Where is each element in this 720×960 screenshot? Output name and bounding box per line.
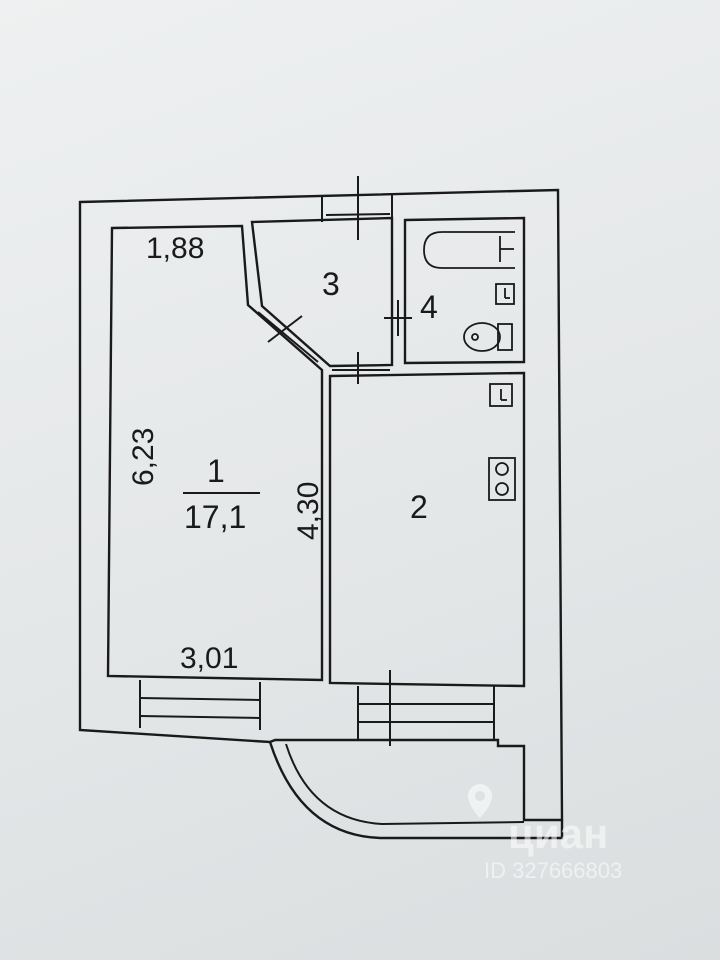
room-2-number: 2 [410, 489, 428, 525]
room-1-area: 17,1 [184, 499, 246, 535]
watermark-id: ID 327666803 [484, 858, 622, 883]
room-1-number: 1 [207, 453, 225, 489]
dimension-top-left: 1,88 [146, 232, 204, 265]
room-3-outline [250, 216, 394, 368]
balcony-outer [268, 741, 564, 840]
balcony-inner [285, 743, 525, 826]
door-1-3-mark-b [257, 311, 319, 363]
dimension-bottom: 3,01 [180, 642, 238, 675]
dimension-right: 4,30 [292, 482, 325, 540]
stove-icon [488, 457, 516, 501]
room-3-number: 3 [322, 266, 340, 302]
watermark: циан ID 327666803 [468, 784, 622, 883]
window-room-1 [139, 680, 261, 730]
dimension-left: 6,23 [127, 428, 160, 486]
watermark-brand: циан [508, 810, 608, 857]
window-room-2 [357, 670, 495, 746]
room-1-outline [106, 224, 324, 682]
kitchen-sink-icon [489, 383, 513, 407]
room-4-number: 4 [420, 289, 438, 325]
outer-wall [78, 188, 564, 822]
bathtub-icon [423, 231, 515, 269]
room-2-outline [328, 371, 526, 688]
room-4-outline [403, 216, 526, 365]
door-1-3-mark-a [267, 315, 303, 343]
entrance-door-bar [325, 213, 391, 216]
toilet-icon [463, 322, 513, 352]
sink-icon [495, 283, 515, 305]
location-pin-icon [468, 784, 492, 818]
